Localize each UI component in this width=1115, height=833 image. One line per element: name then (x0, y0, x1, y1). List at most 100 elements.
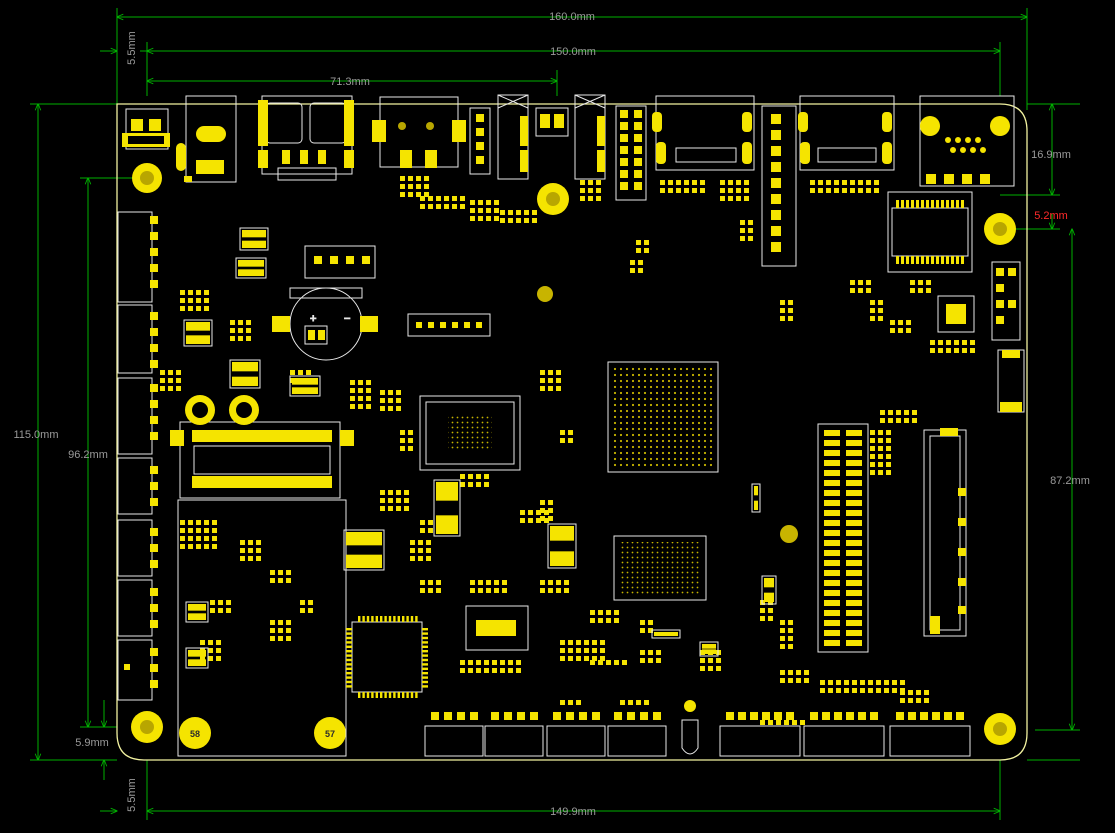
smd-pad (168, 378, 173, 383)
bottom-connectors (424, 700, 971, 757)
smd-pad (820, 680, 825, 685)
component-outline (185, 601, 209, 623)
smd-pad (924, 690, 929, 695)
smd-pad (846, 480, 862, 486)
smd-pad (388, 616, 392, 622)
smd-pad (246, 320, 251, 325)
smd-pad (362, 616, 365, 622)
smd-pad (908, 690, 913, 695)
smd-pad (961, 256, 964, 264)
smd-pad (764, 578, 774, 588)
smd-pad (188, 604, 206, 611)
smd-pad (494, 580, 499, 585)
smd-pad (868, 680, 873, 685)
smd-pad (346, 685, 352, 688)
smd-pad (648, 650, 653, 655)
smd-pad (371, 616, 374, 622)
smd-pad (896, 712, 904, 720)
smd-pad (553, 712, 561, 720)
smd-pad (846, 590, 862, 596)
smd-pad (180, 290, 185, 295)
smd-pad (860, 680, 865, 685)
smd-pad (516, 218, 521, 223)
smd-pad (584, 648, 589, 653)
smd-pad (540, 500, 545, 505)
smd-pad (160, 378, 165, 383)
smd-pad (270, 620, 275, 625)
smd-pad (536, 518, 541, 523)
smd-pad (826, 188, 831, 193)
smd-pad (410, 692, 414, 698)
smd-pad (884, 688, 889, 693)
smd-pad (788, 628, 793, 633)
smd-pad (196, 536, 201, 541)
smd-pad (396, 506, 401, 511)
smd-pad (896, 418, 901, 423)
smd-pad (640, 650, 645, 655)
smd-pad (540, 370, 545, 375)
mcu-qfp-chip (346, 616, 428, 698)
hole-label-58: 58 (190, 729, 200, 739)
smd-pad (906, 200, 909, 208)
dim-height-96-2: 96.2mm (68, 449, 108, 461)
smd-pad (212, 528, 217, 533)
smd-pad (860, 688, 865, 693)
hole-label-57: 57 (325, 729, 335, 739)
smd-pad (938, 348, 943, 353)
smd-pad (204, 528, 209, 533)
dim-right-5-2: 5.2mm (1034, 210, 1068, 222)
smd-pad (568, 430, 573, 435)
smd-pad (420, 520, 425, 525)
smd-pad (858, 712, 866, 720)
smd-pad (216, 648, 221, 653)
smd-pad (388, 406, 393, 411)
smd-pad (826, 180, 831, 185)
smd-pad (846, 470, 862, 476)
smd-pad (627, 712, 635, 720)
smd-pad (410, 548, 415, 553)
smd-pad (754, 486, 758, 496)
smd-pad (590, 610, 595, 615)
smd-pad (204, 290, 209, 295)
smd-pad (358, 404, 363, 409)
smd-pad (426, 556, 431, 561)
smd-pad (844, 688, 849, 693)
component-outline (289, 375, 321, 397)
smd-pad (548, 370, 553, 375)
smd-pad (400, 446, 405, 451)
smd-pad (540, 386, 545, 391)
smd-pad (846, 600, 862, 606)
smd-pad (890, 328, 895, 333)
smd-pad (720, 180, 725, 185)
smd-pad (564, 580, 569, 585)
smd-pad (970, 340, 975, 345)
smd-pad (248, 548, 253, 553)
smd-pad (180, 298, 185, 303)
smd-pad (230, 336, 235, 341)
smd-pad (560, 430, 565, 435)
smd-pad (590, 660, 595, 665)
smd-pad (668, 188, 673, 193)
smd-pad (776, 720, 781, 725)
smd-pad (218, 608, 223, 613)
dc-jack (176, 95, 237, 183)
smd-pad (748, 228, 753, 233)
smd-pad (910, 280, 915, 285)
component-outline (699, 641, 719, 657)
smd-pad (346, 672, 352, 675)
smd-pad (216, 656, 221, 661)
smd-pad (614, 660, 619, 665)
smd-pad (870, 470, 875, 475)
smd-pad (796, 670, 801, 675)
smd-pad (906, 320, 911, 325)
smd-pad (824, 550, 840, 556)
smd-pad (956, 256, 959, 264)
smd-pad (644, 700, 649, 705)
smd-pad (846, 500, 862, 506)
smd-pad (528, 510, 533, 515)
smd-pad (286, 578, 291, 583)
smd-pad (588, 180, 593, 185)
smd-pad (384, 692, 387, 698)
smd-pad (728, 188, 733, 193)
smd-pad (764, 592, 774, 602)
